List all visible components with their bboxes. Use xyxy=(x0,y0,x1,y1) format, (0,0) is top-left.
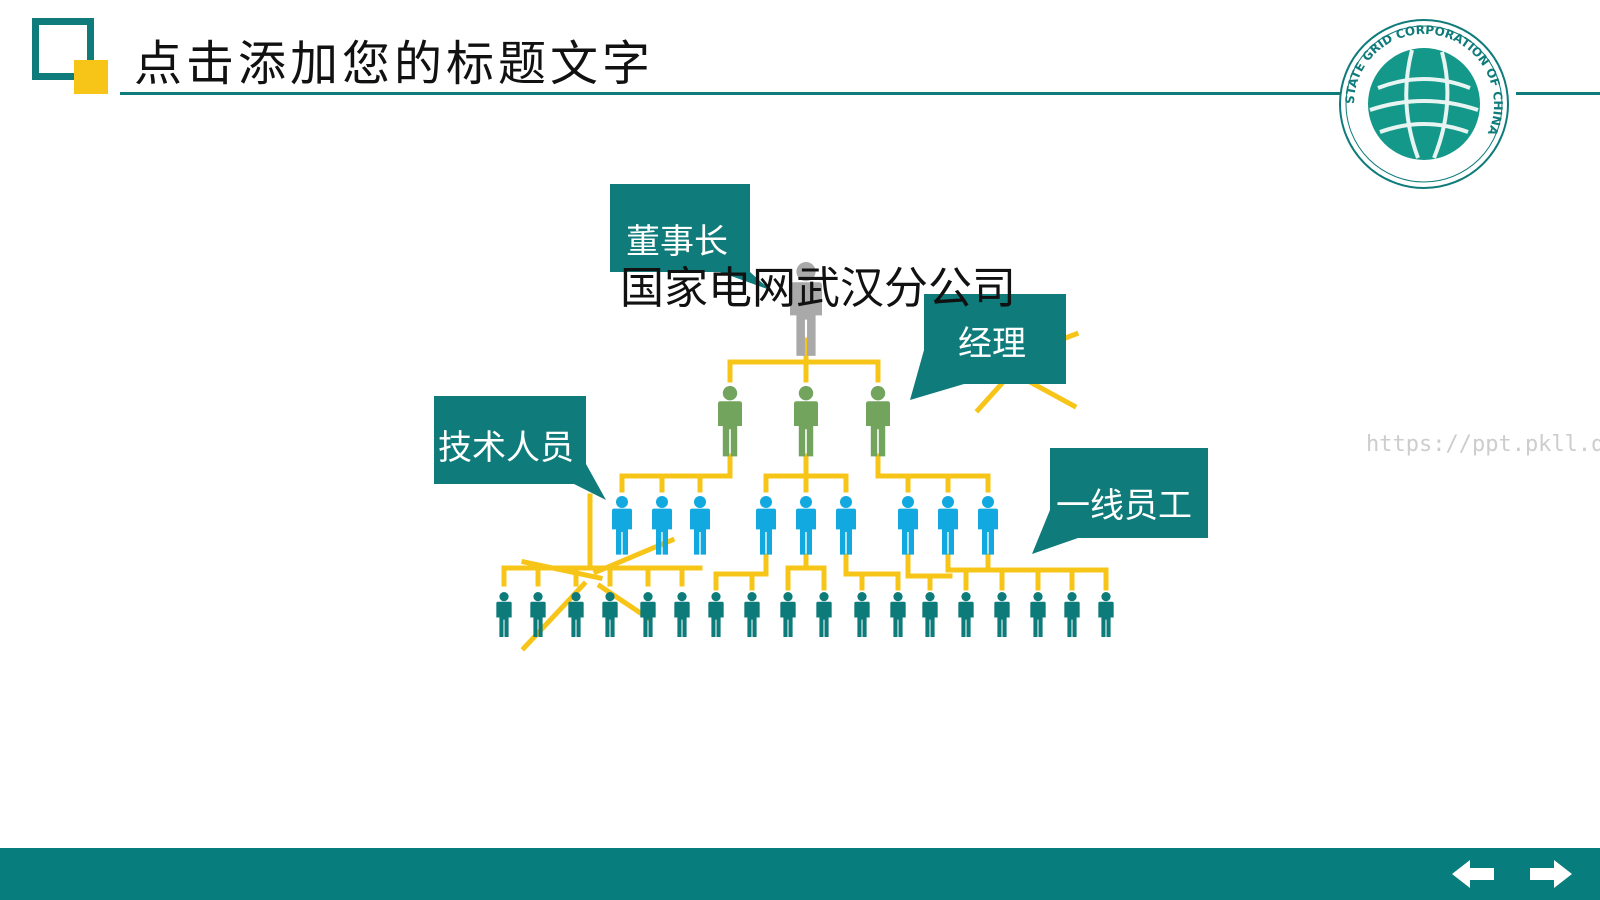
arrow-right-icon[interactable] xyxy=(1528,858,1572,890)
person-frontline xyxy=(922,592,938,637)
person-frontline xyxy=(530,592,546,637)
person-frontline xyxy=(854,592,870,637)
person-frontline xyxy=(1098,592,1114,637)
person-frontline xyxy=(890,592,906,637)
person-frontline xyxy=(640,592,656,637)
org-people xyxy=(496,262,1114,637)
person-frontline xyxy=(602,592,618,637)
callout-technician-label: 技术人员 xyxy=(438,428,574,468)
person-technician xyxy=(690,496,710,555)
connector-line xyxy=(1026,378,1078,410)
person-technician xyxy=(836,496,856,555)
slide-title[interactable]: 点击添加您的标题文字 xyxy=(134,36,655,92)
title-logo-outline xyxy=(32,18,94,80)
org-connectors xyxy=(501,330,1109,652)
person-technician xyxy=(756,496,776,555)
person-frontline xyxy=(496,592,512,637)
person-manager xyxy=(794,386,818,457)
callout-technician-box xyxy=(434,396,606,500)
person-frontline xyxy=(780,592,796,637)
title-logo-accent xyxy=(74,60,108,94)
state-grid-logo-icon: STATE GRID CORPORATION OF CHINA xyxy=(1339,19,1509,189)
person-frontline xyxy=(994,592,1010,637)
person-manager xyxy=(718,386,742,457)
person-frontline xyxy=(958,592,974,637)
org-callouts xyxy=(434,184,1208,554)
callout-manager-label: 经理 xyxy=(958,324,1026,364)
callout-frontline-label: 一线员工 xyxy=(1056,486,1192,526)
callout-chairman-label: 董事长 xyxy=(626,222,728,262)
header-divider-left xyxy=(120,92,1346,95)
person-frontline xyxy=(744,592,760,637)
person-frontline xyxy=(708,592,724,637)
callout-frontline-box xyxy=(1032,448,1208,554)
person-frontline xyxy=(674,592,690,637)
title-logo-icon xyxy=(32,18,112,98)
person-frontline xyxy=(568,592,584,637)
footer-bar xyxy=(0,848,1600,900)
person-technician xyxy=(898,496,918,555)
person-chairman xyxy=(790,262,822,356)
person-technician xyxy=(978,496,998,555)
watermark-text: https://ppt.pkll.de xyxy=(1366,432,1600,457)
person-technician xyxy=(938,496,958,555)
person-frontline xyxy=(1030,592,1046,637)
person-technician xyxy=(652,496,672,555)
header-divider-right xyxy=(1516,92,1600,95)
callout-chairman-box xyxy=(610,184,770,290)
person-technician xyxy=(612,496,632,555)
org-title: 国家电网武汉分公司 xyxy=(620,263,1016,314)
connector-line xyxy=(521,559,603,581)
connector-line xyxy=(596,582,652,622)
person-manager xyxy=(866,386,890,457)
arrow-left-icon[interactable] xyxy=(1452,858,1496,890)
callout-manager-box xyxy=(910,294,1066,400)
person-frontline xyxy=(816,592,832,637)
person-technician xyxy=(796,496,816,555)
person-frontline xyxy=(1064,592,1080,637)
